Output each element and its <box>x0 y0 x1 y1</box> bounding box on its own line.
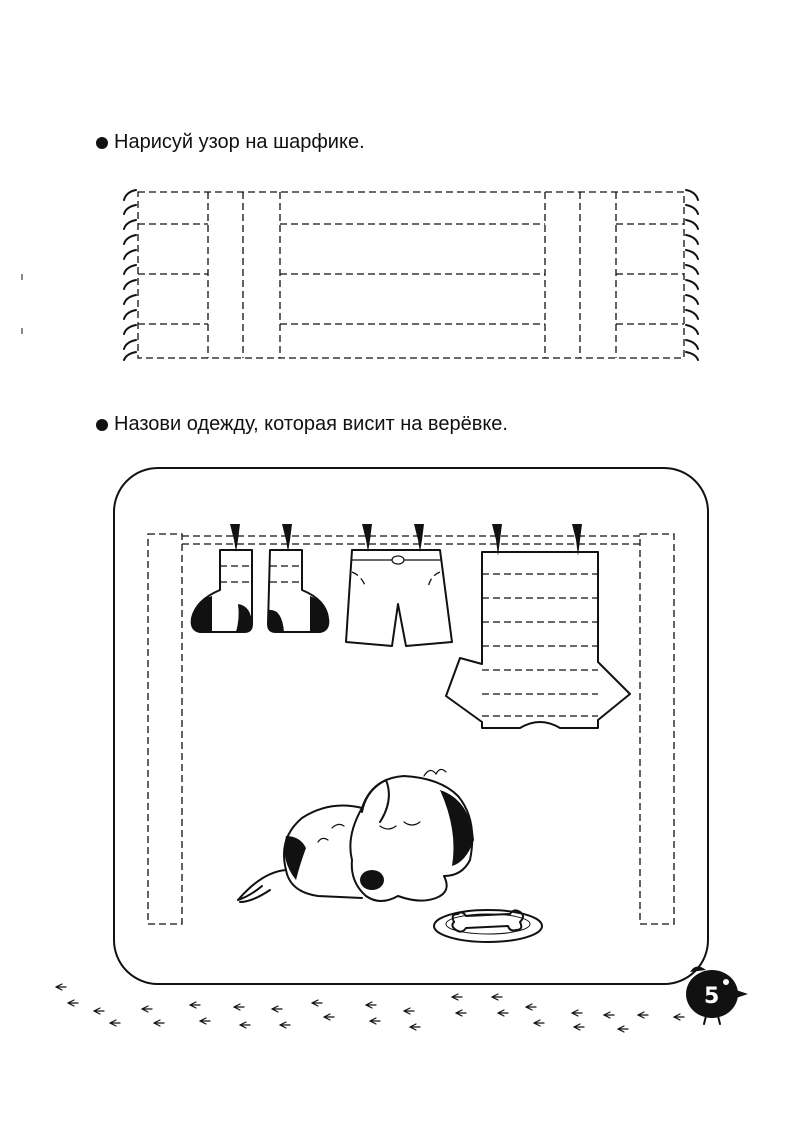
task-1: Нарисуй узор на шарфике. <box>96 131 365 154</box>
socks-icon <box>190 549 330 633</box>
scarf-fringe-right-icon <box>685 189 699 361</box>
shorts-icon <box>345 549 453 647</box>
clothespin-icon <box>230 524 582 556</box>
sweater-icon <box>445 551 631 729</box>
bird-icon <box>686 966 748 1025</box>
bullet-icon <box>96 136 108 149</box>
bullet-icon <box>96 418 108 431</box>
scarf-fringe-left-icon <box>123 189 137 361</box>
task-2-text: Назови одежду, которая висит на верёвке. <box>114 413 508 435</box>
picture-frame <box>113 467 709 985</box>
bird-tracks-icon <box>54 983 685 1033</box>
right-post <box>639 533 675 925</box>
scarf-outline-icon <box>137 191 685 359</box>
task-2: Назови одежду, которая висит на верёвке. <box>96 413 508 436</box>
left-post <box>147 533 183 925</box>
bone-bowl-icon <box>433 909 543 943</box>
sleeping-dog-icon <box>237 768 474 903</box>
page-number: 5 <box>704 984 719 1009</box>
task-1-text: Нарисуй узор на шарфике. <box>114 131 365 153</box>
